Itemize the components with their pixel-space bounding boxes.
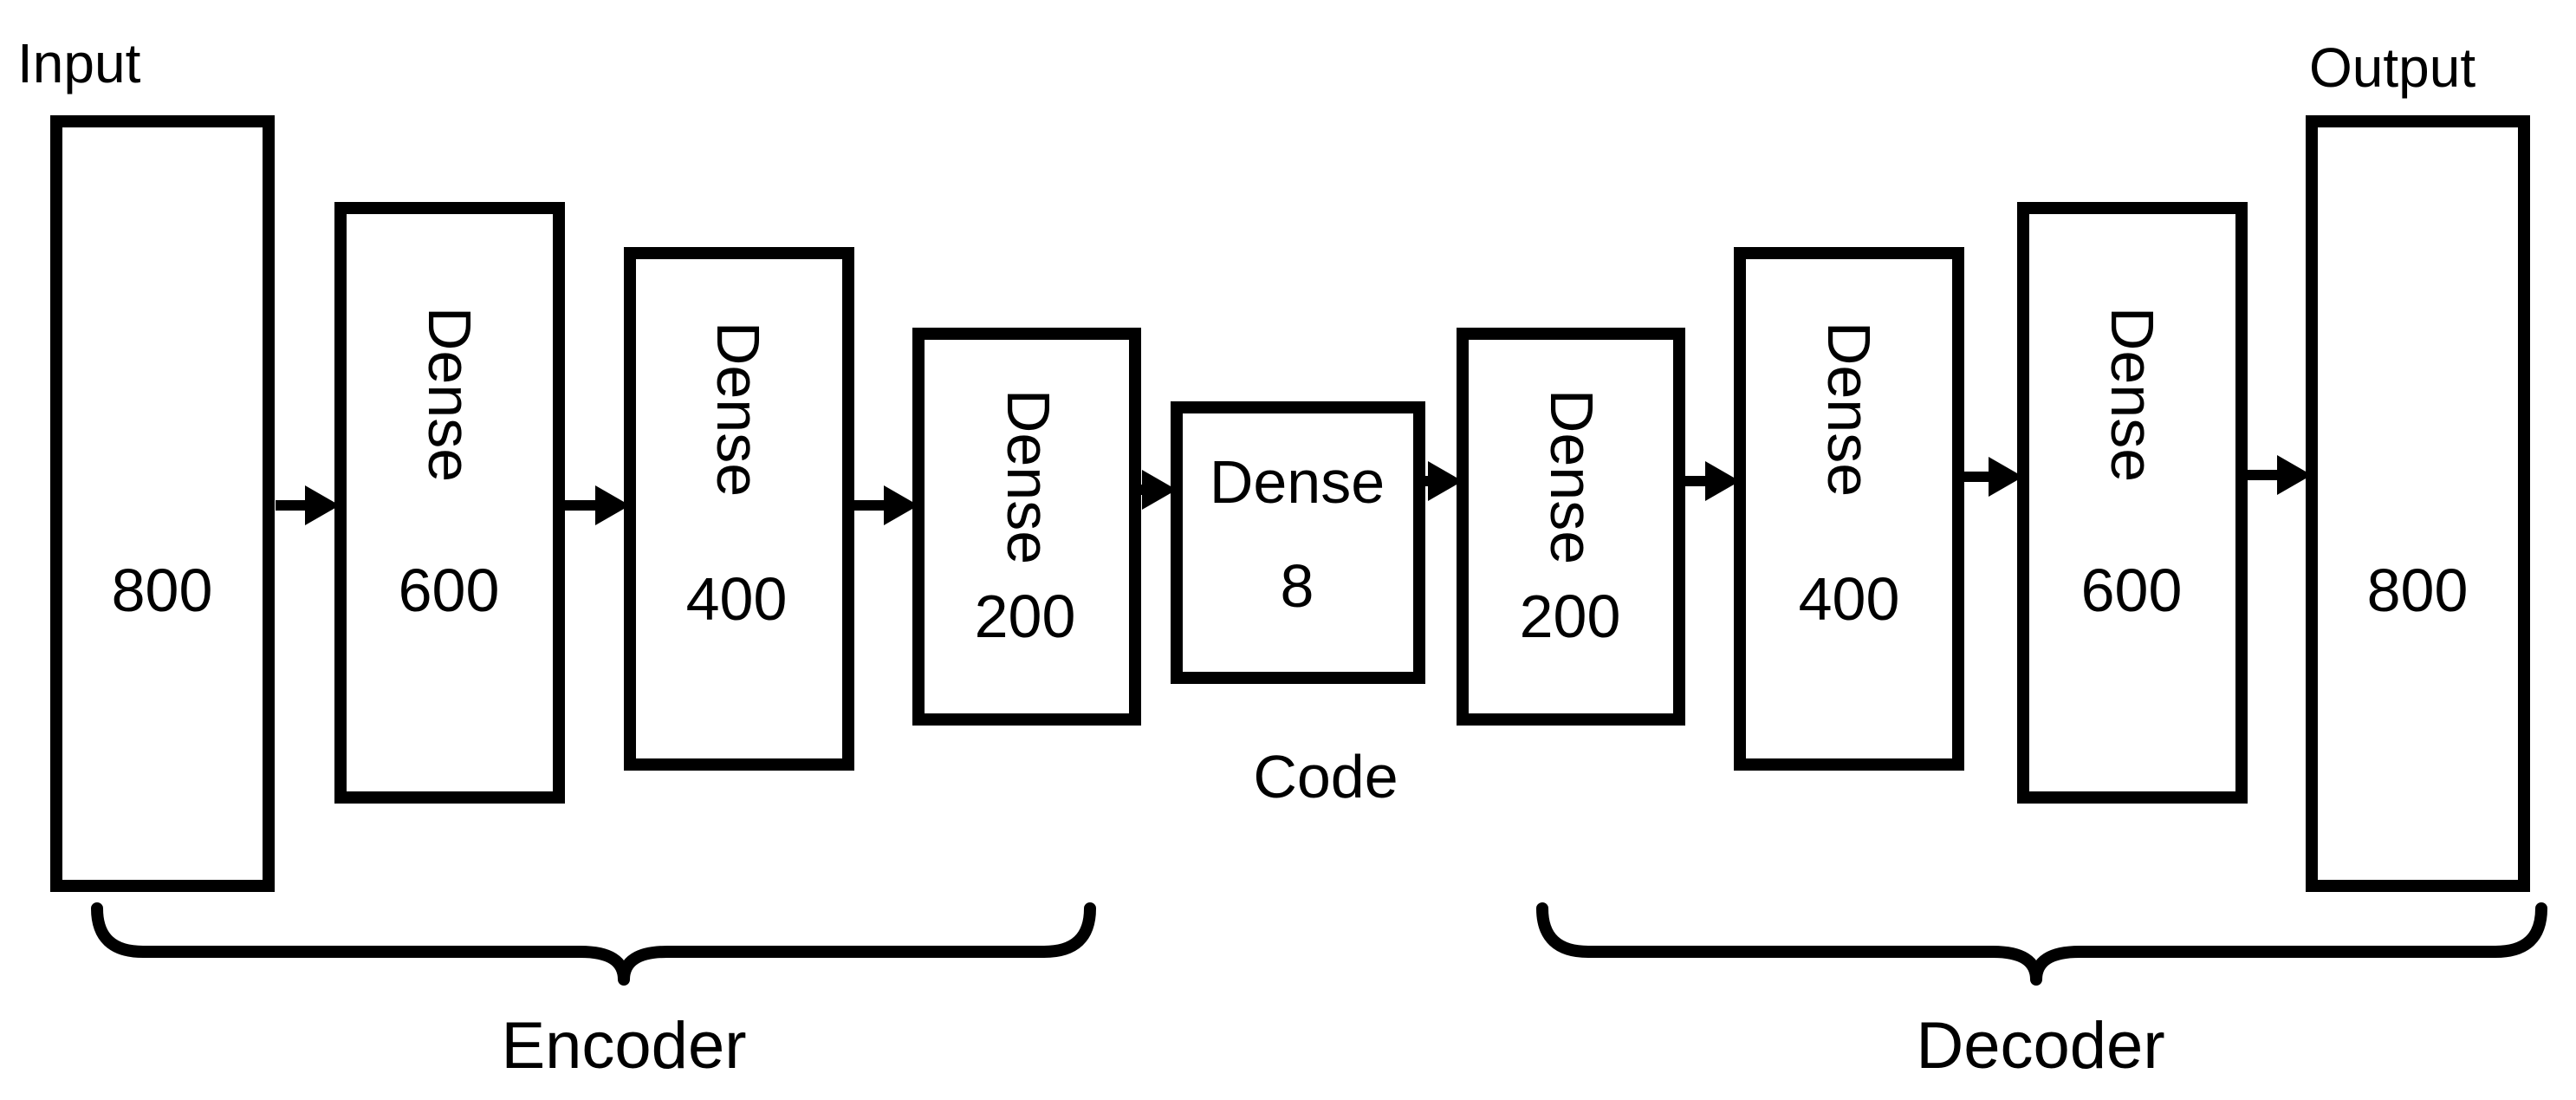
layer-box-output — [2306, 115, 2530, 892]
layer-name-code: Dense — [1210, 448, 1385, 516]
layer-name-encoder-600: Dense — [416, 307, 483, 482]
layer-decoder-dense-600: Dense 600 — [2017, 202, 2248, 804]
layer-encoder-dense-400: Dense 400 — [624, 247, 854, 771]
layer-units-decoder-400: 400 — [1799, 565, 1900, 633]
layer-units-output: 800 — [2367, 557, 2469, 624]
arrow-400-to-200 — [854, 485, 918, 525]
arrow-200-to-400 — [1685, 461, 1740, 501]
layer-box-input — [50, 115, 275, 892]
layer-units-input: 800 — [112, 557, 213, 624]
layer-code-dense-8: Dense 8 — [1171, 401, 1425, 684]
layer-name-decoder-200: Dense — [1538, 389, 1606, 564]
layer-units-decoder-200: 200 — [1520, 583, 1621, 650]
output-label: Output — [2309, 36, 2475, 99]
arrow-400-to-600 — [1964, 457, 2023, 497]
layer-units-code: 8 — [1281, 552, 1314, 620]
layer-box-encoder-600 — [334, 202, 565, 804]
layer-decoder-dense-200: Dense 200 — [1457, 328, 1685, 726]
layer-units-encoder-200: 200 — [975, 583, 1076, 650]
layer-box-code — [1171, 401, 1425, 684]
layer-box-decoder-400 — [1734, 247, 1964, 771]
input-label: Input — [17, 32, 141, 94]
layer-units-encoder-400: 400 — [686, 565, 788, 633]
layer-box-encoder-200 — [912, 328, 1141, 726]
layer-encoder-dense-200: Dense 200 — [912, 328, 1141, 726]
decoder-label: Decoder — [1916, 1009, 2164, 1083]
layer-name-decoder-600: Dense — [2099, 307, 2166, 482]
layer-units-decoder-600: 600 — [2081, 557, 2183, 624]
layer-name-decoder-400: Dense — [1815, 322, 1883, 497]
encoder-label: Encoder — [501, 1009, 746, 1083]
connection-arrows — [276, 455, 2312, 525]
encoder-brace — [91, 902, 1096, 986]
layer-input: 800 — [50, 115, 275, 892]
layer-box-encoder-400 — [624, 247, 854, 771]
layer-output: 800 — [2306, 115, 2530, 892]
arrow-600-to-output — [2248, 455, 2312, 495]
code-label: Code — [1253, 743, 1398, 810]
layer-box-decoder-200 — [1457, 328, 1685, 726]
arrow-200-to-code — [1141, 470, 1177, 510]
decoder-brace — [1536, 902, 2547, 986]
layer-name-encoder-200: Dense — [995, 389, 1062, 564]
arrow-600-to-400 — [565, 485, 630, 525]
layer-name-encoder-400: Dense — [704, 322, 772, 497]
arrow-code-to-200 — [1425, 461, 1463, 501]
layer-encoder-dense-600: Dense 600 — [334, 202, 565, 804]
arrow-input-to-600 — [276, 485, 340, 525]
layer-units-encoder-600: 600 — [399, 557, 500, 624]
layer-decoder-dense-400: Dense 400 — [1734, 247, 1964, 771]
layer-box-decoder-600 — [2017, 202, 2248, 804]
